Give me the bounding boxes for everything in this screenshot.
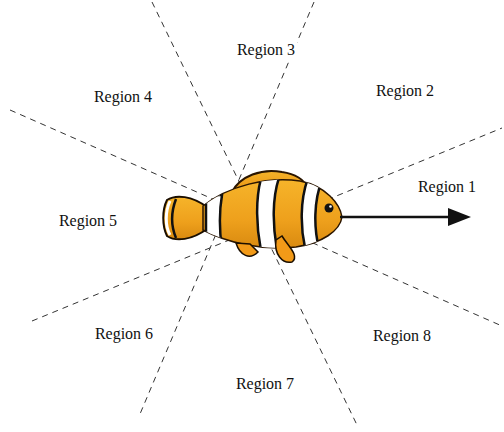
clownfish [163, 171, 342, 262]
region-label: Region 7 [234, 374, 296, 393]
region-label: Region 6 [93, 324, 155, 343]
region-label: Region 4 [92, 87, 154, 106]
boundary-lines [10, 2, 502, 425]
region-label: Region 3 [235, 40, 297, 59]
region-label: Region 8 [371, 326, 433, 345]
region-label: Region 2 [374, 81, 436, 100]
direction-arrow [340, 208, 471, 226]
region-label: Region 5 [57, 211, 119, 230]
region-label: Region 1 [416, 177, 478, 196]
